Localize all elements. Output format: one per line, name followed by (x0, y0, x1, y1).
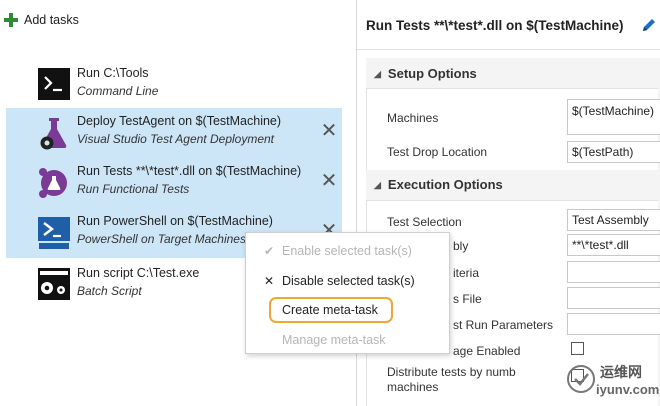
task-subtitle: Batch Script (77, 284, 142, 298)
task-details-pane: Run Tests **\*test*.dll on $(TestMachine… (357, 0, 660, 406)
menu-item-label: Enable selected task(s) (282, 244, 412, 258)
test-selection-select[interactable]: Test Assembly (567, 209, 660, 231)
machines-input[interactable]: $(TestMachine) (567, 99, 660, 135)
test-selection-label: Test Selection (387, 215, 462, 229)
add-tasks-label: Add tasks (24, 13, 79, 27)
test-filter-criteria-label: iteria (453, 266, 480, 280)
batch-script-icon (38, 268, 70, 300)
execution-options-section: Test Selection Test Assembly bly **\*tes… (366, 200, 660, 406)
menu-item-create-meta-task[interactable]: Create meta-task (246, 298, 449, 322)
test-assembly-input[interactable]: **\*test*.dll (567, 234, 660, 256)
remove-task-icon[interactable]: ✕ (320, 120, 338, 142)
test-agent-deploy-icon (38, 116, 70, 150)
task-item-deploy-testagent[interactable]: Deploy TestAgent on $(TestMachine) Visua… (6, 108, 342, 158)
run-settings-file-label: s File (453, 292, 482, 306)
details-title: Run Tests **\*test*.dll on $(TestMachine… (366, 18, 624, 33)
task-item-command-line[interactable]: Run C:\Tools Command Line (6, 60, 342, 108)
override-test-run-parameters-label: st Run Parameters (453, 318, 554, 332)
powershell-icon (38, 216, 70, 249)
collapse-triangle-icon: ◢ (374, 69, 381, 79)
pencil-icon[interactable] (641, 17, 657, 33)
watermark: 运维网 iyunv.com (560, 358, 660, 406)
close-icon: ✕ (263, 274, 275, 288)
machines-label: Machines (387, 111, 439, 125)
task-title: Run C:\Tools (77, 66, 149, 80)
task-title: Deploy TestAgent on $(TestMachine) (77, 114, 282, 128)
watermark-url: iyunv.com (596, 382, 660, 397)
menu-item-manage-meta-task[interactable]: Manage meta-task (246, 328, 449, 352)
task-item-batch-script[interactable]: Run script C:\Test.exe Batch Script (6, 260, 342, 308)
task-title: Run PowerShell on $(TestMachine) (77, 214, 273, 228)
collapse-triangle-icon: ◢ (374, 180, 381, 190)
details-header: Run Tests **\*test*.dll on $(TestMachine… (357, 0, 660, 50)
task-subtitle: PowerShell on Target Machines (77, 232, 246, 246)
menu-item-label: Disable selected task(s) (282, 274, 415, 288)
distribute-tests-label: Distribute tests by numb (387, 365, 516, 379)
test-drop-location-label: Test Drop Location (387, 145, 488, 159)
watermark-text: 运维网 (600, 364, 642, 380)
execution-options-header[interactable]: ◢Execution Options (374, 177, 503, 192)
plus-icon (4, 13, 18, 27)
test-drop-location-input[interactable]: $(TestPath) (567, 141, 660, 163)
menu-item-label: Manage meta-task (282, 333, 386, 347)
task-title: Run Tests **\*test*.dll on $(TestMachine… (77, 164, 302, 178)
watermark-logo-icon (567, 365, 595, 393)
highlight-outline (269, 297, 393, 323)
menu-item-label: Create meta-task (282, 303, 378, 317)
task-item-run-tests[interactable]: Run Tests **\*test*.dll on $(TestMachine… (6, 158, 342, 208)
test-assembly-label: bly (453, 239, 469, 253)
task-subtitle: Visual Studio Test Agent Deployment (77, 132, 275, 146)
task-subtitle: Run Functional Tests (77, 182, 190, 196)
test-filter-criteria-input[interactable] (567, 261, 660, 283)
functional-tests-icon (38, 166, 70, 198)
task-title: Run script C:\Test.exe (77, 266, 200, 280)
context-menu: ✔ Enable selected task(s) ✕ Disable sele… (245, 232, 450, 354)
menu-item-enable-tasks[interactable]: ✔ Enable selected task(s) (246, 239, 449, 263)
command-line-icon (38, 68, 70, 100)
pane-divider (356, 0, 357, 406)
details-body: ◢Setup Options Machines $(TestMachine) T… (366, 58, 660, 406)
menu-item-disable-tasks[interactable]: ✕ Disable selected task(s) (246, 269, 449, 293)
override-test-run-parameters-input[interactable] (567, 313, 660, 335)
task-subtitle: Command Line (77, 84, 159, 98)
setup-options-section: Machines $(TestMachine) Test Drop Locati… (366, 88, 660, 170)
remove-task-icon[interactable]: ✕ (320, 170, 338, 192)
distribute-tests-label-line2: machines (387, 380, 439, 394)
setup-options-header[interactable]: ◢Setup Options (374, 66, 477, 81)
check-icon: ✔ (263, 244, 275, 258)
task-list-pane: Add tasks Run C:\Tools Command Line Depl… (4, 13, 342, 308)
code-coverage-enabled-checkbox[interactable] (571, 342, 584, 355)
run-settings-file-input[interactable] (567, 287, 660, 309)
code-coverage-enabled-label: age Enabled (453, 344, 521, 358)
add-tasks-button[interactable]: Add tasks (4, 13, 79, 27)
